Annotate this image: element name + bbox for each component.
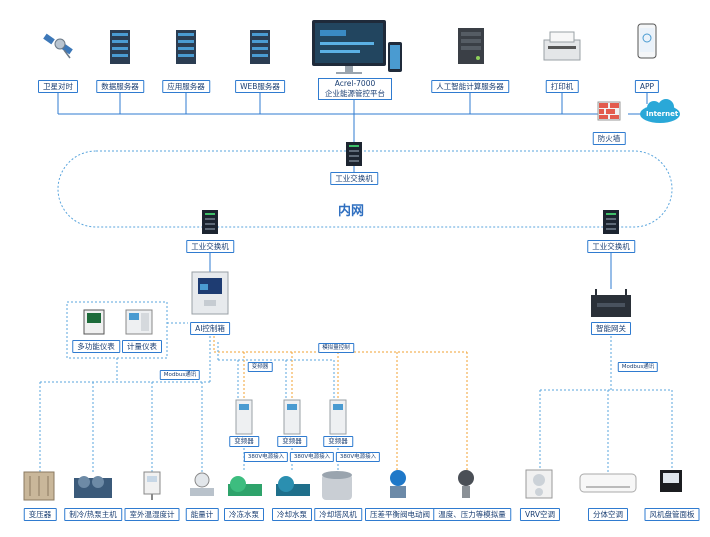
ai-server-label: 人工智能计算服务器 <box>431 80 509 93</box>
inverter-2-icon <box>283 399 301 435</box>
power-tag-1: 380V电源接入 <box>243 452 289 462</box>
satellite-icon <box>43 33 73 59</box>
power-tag-3: 380V电源接入 <box>335 452 381 462</box>
firewall-label: 防火墙 <box>592 132 626 145</box>
left-switch-label: 工业交换机 <box>186 240 234 253</box>
ai-server-icon <box>458 28 484 64</box>
bottom-device-label: 变压器 <box>23 508 57 521</box>
cooling-water-pump-icon <box>276 476 310 496</box>
inverter-3-label: 变频器 <box>323 436 353 447</box>
bottom-device-label: 制冷/热泵主机 <box>64 508 122 521</box>
web-server-icon <box>250 30 270 64</box>
app-server-icon <box>176 30 196 64</box>
data-server-label: 数据服务器 <box>96 80 144 93</box>
analog-sensor-icon <box>458 470 474 498</box>
app-label: APP <box>634 80 660 93</box>
inverter-3-icon <box>329 399 347 435</box>
metering-meter-icon <box>125 309 153 335</box>
energy-meter-icon <box>190 472 214 496</box>
intranet-ring <box>57 150 673 228</box>
platform-screen-icon <box>312 20 402 74</box>
multifunction-meter-label: 多功能仪表 <box>72 340 120 353</box>
bottom-device-label: 风机盘管面板 <box>644 508 700 521</box>
cloud-icon <box>640 99 680 123</box>
bottom-device-label: 温度、压力等模拟量 <box>433 508 511 521</box>
outdoor-thermometer-icon <box>143 471 161 500</box>
bottom-device-label: 压差平衡阀电动阀 <box>365 508 435 521</box>
firewall-icon <box>597 101 621 121</box>
phone-icon <box>637 23 657 59</box>
balance-valve-icon <box>390 470 406 498</box>
modbus-left-tag: Modbus通讯 <box>159 370 201 380</box>
gateway-label: 智能网关 <box>591 322 631 335</box>
platform-label: Acrel-7000 企业能源管控平台 <box>318 78 392 100</box>
power-tag-2: 380V电源接入 <box>289 452 335 462</box>
bottom-device-label: 冷却塔风机 <box>314 508 362 521</box>
fan-coil-panel-icon <box>660 470 682 492</box>
printer-label: 打印机 <box>545 80 579 93</box>
cooling-tower-fan-icon <box>322 471 352 500</box>
platform-subtitle: 企业能源管控平台 <box>325 89 385 98</box>
bottom-device-label: 冷冻水泵 <box>224 508 264 521</box>
gateway-icon <box>591 289 631 317</box>
intranet-label: 内网 <box>338 204 365 219</box>
internet-label: Internet <box>646 110 679 118</box>
bottom-device-label: 分体空调 <box>588 508 628 521</box>
chiller-icon <box>74 476 112 498</box>
right-switch-icon <box>603 210 619 234</box>
inverter-1-icon <box>235 399 253 435</box>
multifunction-meter-icon <box>83 309 105 335</box>
app-server-label: 应用服务器 <box>162 80 210 93</box>
bottom-device-label: 冷却水泵 <box>272 508 312 521</box>
inverter-2-label: 变频器 <box>277 436 307 447</box>
chilled-water-pump-icon <box>228 476 262 496</box>
bottom-device-label: 能量计 <box>185 508 219 521</box>
core-switch-icon <box>346 142 362 166</box>
split-ac-icon <box>579 473 637 493</box>
bottom-device-label: VRV空调 <box>519 508 561 521</box>
platform-name: Acrel-7000 <box>334 79 376 88</box>
ai-box-label: AI控制箱 <box>190 322 230 335</box>
ai-control-box-icon <box>191 271 229 315</box>
web-server-label: WEB服务器 <box>235 80 285 93</box>
satellite-label: 卫星对时 <box>38 80 78 93</box>
inverter-1-label: 变频器 <box>229 436 259 447</box>
transformer-icon <box>23 471 55 501</box>
metering-meter-label: 计量仪表 <box>122 340 162 353</box>
right-switch-label: 工业交换机 <box>587 240 635 253</box>
analog-control-tag: 模拟量控制 <box>318 343 354 353</box>
data-server-icon <box>110 30 130 64</box>
modbus-right-tag: Modbus通讯 <box>617 362 659 372</box>
bottom-device-label: 室外温湿度计 <box>124 508 180 521</box>
printer-icon <box>543 31 581 61</box>
vrv-ac-icon <box>525 469 553 499</box>
left-switch-icon <box>202 210 218 234</box>
core-switch-label: 工业交换机 <box>330 172 378 185</box>
inverter-top-tag: 变频器 <box>247 362 273 372</box>
